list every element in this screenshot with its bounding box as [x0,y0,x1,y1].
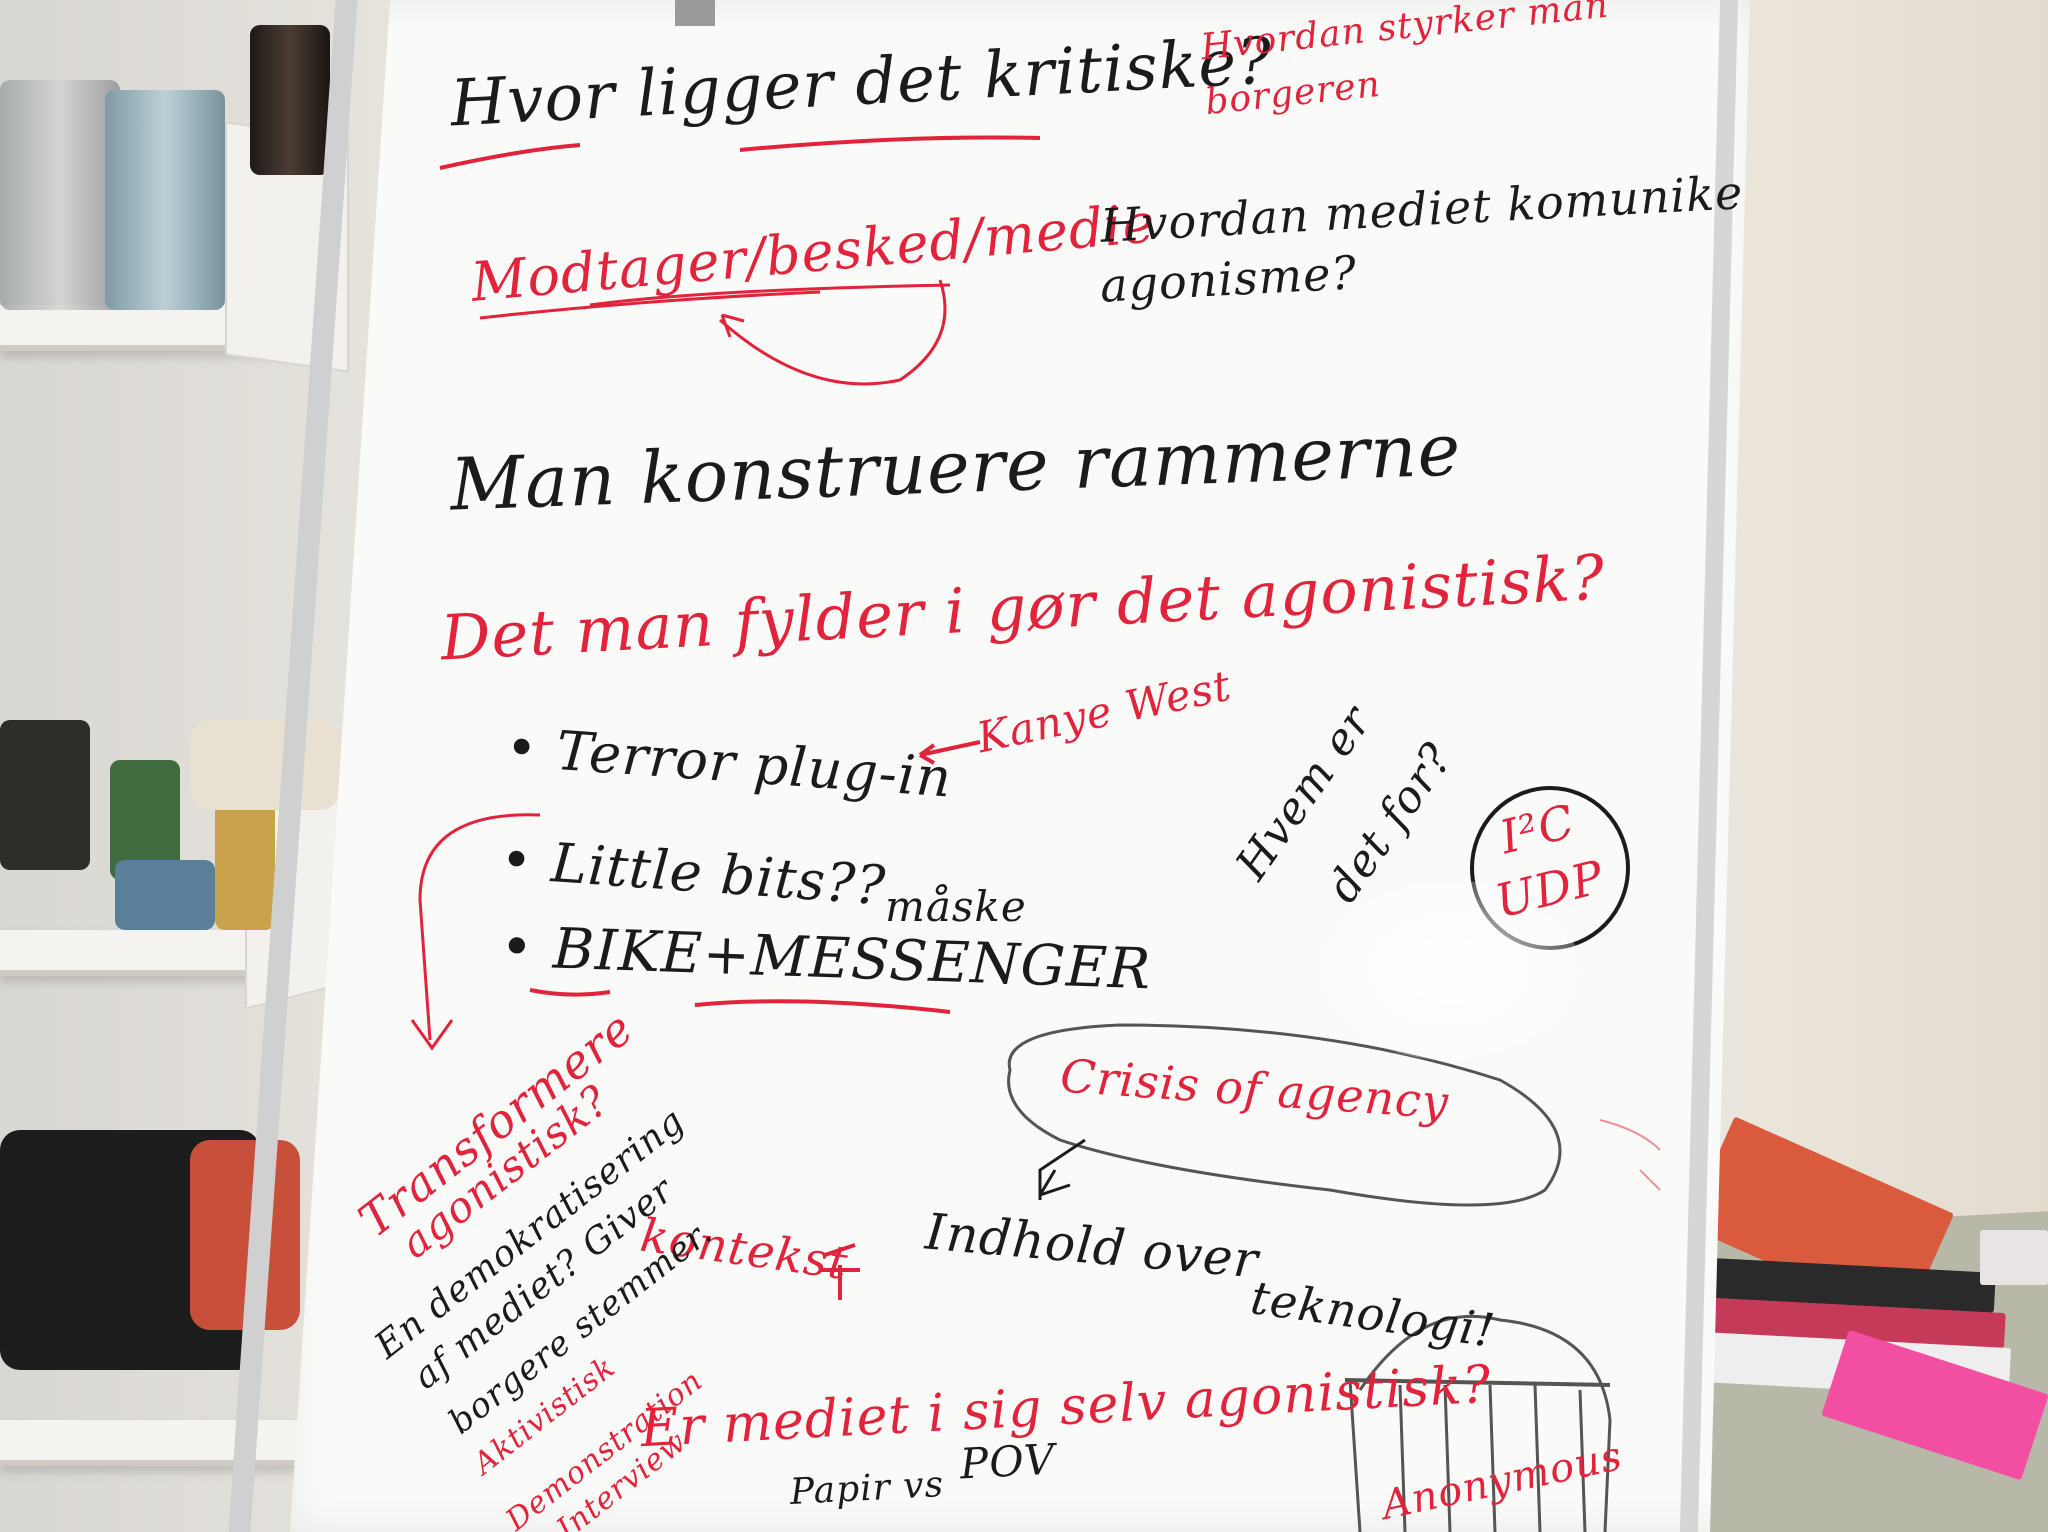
text-pov: POV [958,1434,1057,1489]
whiteboard [290,0,1760,1532]
tuna-can [115,860,215,930]
text-maske: måske [885,882,1027,931]
glass-jar [0,80,120,310]
book [1980,1230,2048,1285]
whiteboard-surface [290,0,1750,1532]
light-glare [1320,880,1580,1060]
text-papir-vs: Papir vs [789,1463,946,1514]
shelf-bottom [0,1420,330,1466]
text-agonisme: agonisme? [1098,245,1359,313]
bread-bag [190,720,340,810]
tape [675,0,715,26]
tin-canister [105,90,225,310]
bottle [250,25,330,175]
grinder [0,720,90,870]
